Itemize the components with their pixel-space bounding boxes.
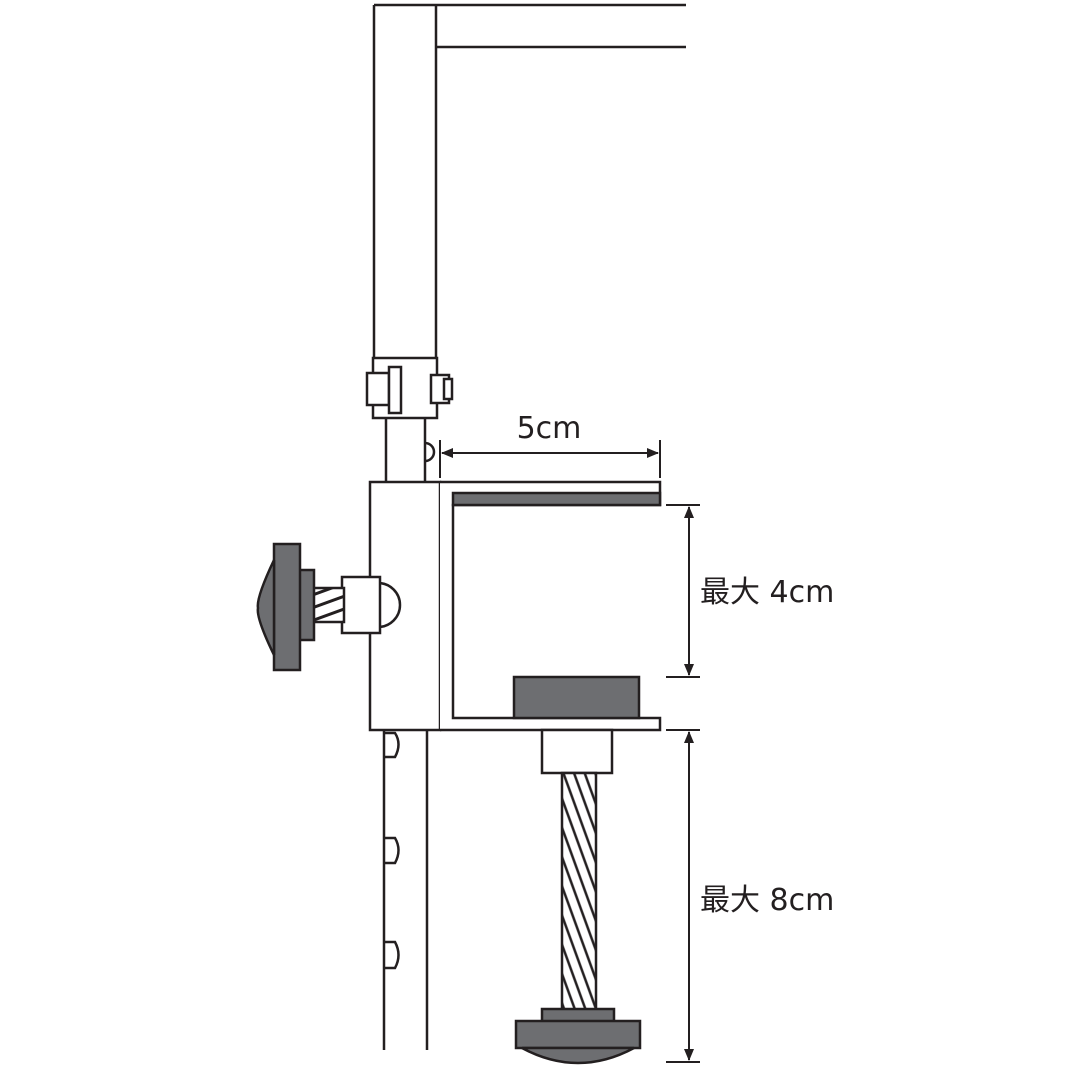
side-knob [256, 542, 402, 672]
pole-notch [384, 836, 400, 865]
lower-pole [382, 730, 429, 1050]
frame-connector [365, 356, 454, 420]
bottom-screw [514, 728, 642, 1065]
label-width: 5cm [517, 411, 582, 446]
dimension-width [439, 440, 661, 478]
label-screw: 最大 8cm [700, 883, 834, 918]
pole-notch [384, 731, 400, 759]
label-opening: 最大 4cm [700, 575, 834, 610]
dimension-screw [666, 729, 700, 1063]
dimension-opening [666, 504, 700, 678]
clamp-jaw [440, 480, 662, 732]
pole-notch [384, 940, 400, 970]
top-jaw-pad [451, 491, 662, 507]
upper-pole [384, 418, 436, 482]
pressure-pad [512, 675, 641, 720]
upper-frame [372, 3, 686, 360]
